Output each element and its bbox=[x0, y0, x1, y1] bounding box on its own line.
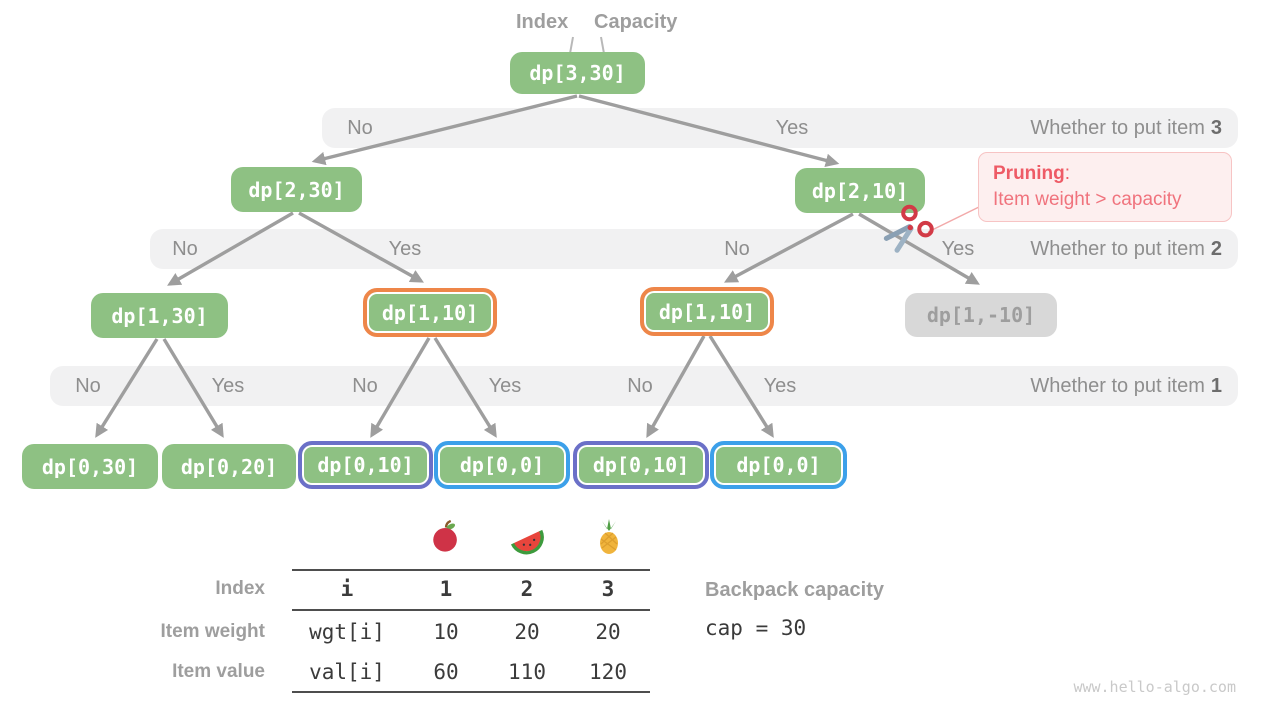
table-header-1: 1 bbox=[439, 577, 453, 601]
node-dp-3-30: dp[3,30] bbox=[510, 52, 645, 94]
pruning-title-text: Pruning bbox=[993, 163, 1065, 184]
node-dp-0-0-blue: dp[0,0] bbox=[434, 441, 570, 489]
pruning-title: Pruning: bbox=[993, 162, 1231, 186]
table-cell-val-3: 120 bbox=[589, 660, 627, 684]
table-rule-top bbox=[292, 569, 650, 571]
table-row-label-index: Index bbox=[215, 578, 265, 599]
index-label: Index bbox=[516, 11, 569, 33]
bar-option-yes: Yes bbox=[763, 375, 797, 397]
bar-question-text: Whether to put item bbox=[1030, 375, 1205, 397]
table-cell-val-label: val[i] bbox=[309, 660, 385, 684]
table-cell-wgt-label: wgt[i] bbox=[309, 620, 385, 644]
bar-option-yes: Yes bbox=[211, 375, 245, 397]
bar-option-no: No bbox=[75, 375, 101, 397]
table-cell-val-1: 60 bbox=[433, 660, 459, 684]
pineapple-icon bbox=[592, 518, 626, 561]
table-cell-wgt-2: 20 bbox=[514, 620, 540, 644]
table-cell-val-2: 110 bbox=[508, 660, 546, 684]
bar-option-no: No bbox=[627, 375, 653, 397]
decision-bar-item-1: No Yes No Yes No Yes Whether to put item… bbox=[50, 366, 1238, 406]
apple-icon bbox=[429, 519, 463, 559]
bar-option-no: No bbox=[352, 375, 378, 397]
node-dp-0-30: dp[0,30] bbox=[22, 444, 158, 489]
node-dp-1-10-highlighted: dp[1,10] bbox=[640, 287, 774, 336]
bar-option-no: No bbox=[172, 238, 198, 260]
table-header-3: 3 bbox=[601, 577, 615, 601]
bar-option-yes: Yes bbox=[388, 238, 422, 260]
node-dp-0-20: dp[0,20] bbox=[162, 444, 296, 489]
node-dp-1-10-highlighted: dp[1,10] bbox=[363, 288, 497, 337]
bar-question-item-number: 1 bbox=[1210, 375, 1222, 397]
node-dp-1-30: dp[1,30] bbox=[91, 293, 228, 338]
pruning-text: Item weight > capacity bbox=[993, 189, 1182, 210]
table-header-i: i bbox=[340, 577, 354, 601]
node-dp-0-10-purple: dp[0,10] bbox=[298, 441, 433, 489]
bar-option-no: No bbox=[347, 117, 373, 139]
bar-option-yes: Yes bbox=[941, 238, 975, 260]
table-row-label-value: Item value bbox=[172, 661, 265, 682]
bar-option-no: No bbox=[724, 238, 750, 260]
node-dp-2-30: dp[2,30] bbox=[231, 167, 362, 212]
node-dp-0-0-blue: dp[0,0] bbox=[710, 441, 847, 489]
watermelon-icon bbox=[509, 521, 545, 560]
bar-option-yes: Yes bbox=[775, 117, 809, 139]
node-dp-0-10-purple: dp[0,10] bbox=[573, 441, 709, 489]
pruning-callout: Pruning: Item weight > capacity bbox=[978, 152, 1232, 222]
bar-question-text: Whether to put item bbox=[1030, 238, 1205, 260]
bar-option-yes: Yes bbox=[488, 375, 522, 397]
backpack-capacity-value: cap = 30 bbox=[705, 616, 807, 640]
table-rule-header bbox=[292, 609, 650, 611]
capacity-label: Capacity bbox=[594, 11, 678, 33]
table-header-2: 2 bbox=[520, 577, 534, 601]
table-cell-wgt-3: 20 bbox=[595, 620, 621, 644]
node-dp-1-neg10-pruned: dp[1,-10] bbox=[905, 293, 1057, 337]
table-cell-wgt-1: 10 bbox=[433, 620, 459, 644]
bar-question-text: Whether to put item bbox=[1030, 117, 1205, 139]
bar-question-item-number: 3 bbox=[1210, 117, 1222, 139]
backpack-capacity-label: Backpack capacity bbox=[705, 579, 885, 601]
table-row-label-weight: Item weight bbox=[160, 621, 265, 642]
pruning-colon: : bbox=[1064, 163, 1071, 184]
bar-question-item-number: 2 bbox=[1210, 238, 1222, 260]
node-dp-2-10: dp[2,10] bbox=[795, 168, 925, 213]
watermark: www.hello-algo.com bbox=[1073, 678, 1236, 696]
table-rule-bottom bbox=[292, 691, 650, 693]
